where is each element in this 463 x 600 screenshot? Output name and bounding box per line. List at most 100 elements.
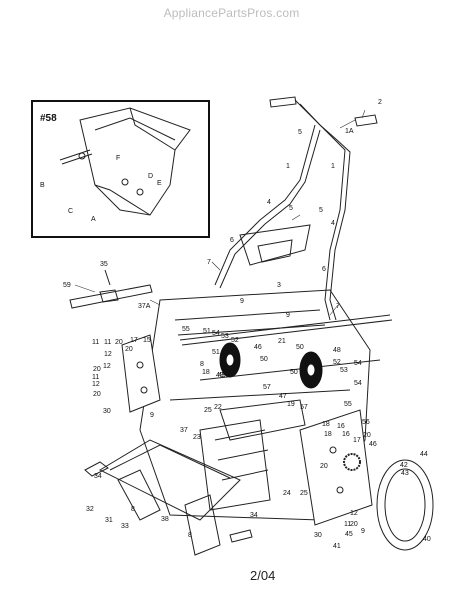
part-callout: 21	[278, 338, 286, 345]
gear-cover	[343, 453, 434, 551]
right-side-plate	[299, 409, 373, 526]
frame-bar	[84, 439, 253, 556]
part-callout: 16	[337, 423, 345, 430]
inset-label: B	[40, 182, 45, 189]
part-callout: 51	[212, 349, 220, 356]
part-callout: 51	[203, 328, 211, 335]
part-callout: 56	[362, 419, 370, 426]
part-callout: 42	[400, 462, 408, 469]
part-callout: 52	[333, 359, 341, 366]
part-callout: 8	[131, 506, 135, 513]
part-callout: 57	[263, 384, 271, 391]
part-callout: 11	[92, 339, 99, 346]
spreader-rotor	[199, 399, 306, 511]
part-callout: 17	[130, 337, 138, 344]
part-callout: 43	[401, 470, 409, 477]
inset-label: C	[68, 208, 73, 215]
part-callout: 35	[100, 261, 108, 268]
part-callout: 50	[296, 344, 304, 351]
page-footer: 2/04	[250, 568, 276, 583]
part-callout: 20	[93, 391, 101, 398]
part-callout: 54	[354, 380, 362, 387]
part-callout: 7	[207, 259, 211, 266]
part-callout: 16	[342, 431, 350, 438]
inset-label: D	[148, 173, 153, 180]
part-callout: 30	[314, 532, 322, 539]
inset-label: A	[91, 216, 96, 223]
part-callout: 12	[104, 351, 112, 358]
part-callout: 30	[103, 408, 111, 415]
part-callout: 7	[336, 303, 340, 310]
part-callout: 47	[279, 393, 287, 400]
part-callout: 8	[200, 361, 204, 368]
part-callout: 3	[277, 282, 281, 289]
leader-lines	[74, 109, 366, 316]
part-callout: 4	[267, 199, 271, 206]
part-callout: 50	[290, 369, 298, 376]
part-callout: 54	[354, 360, 362, 367]
part-callout: 12	[350, 510, 358, 517]
part-callout: 20	[320, 463, 328, 470]
part-callout: 4	[331, 220, 335, 227]
inset-label: F	[116, 155, 120, 162]
part-callout: 19	[287, 401, 295, 408]
part-callout: 11	[104, 339, 111, 346]
part-callout: 25	[300, 490, 308, 497]
part-callout: 40	[423, 536, 431, 543]
part-callout: 34	[94, 473, 102, 480]
part-callout: 46	[254, 344, 262, 351]
part-callout: 9	[361, 528, 365, 535]
part-callout: 55	[344, 401, 352, 408]
part-callout: 57	[300, 404, 308, 411]
part-callout: 8	[188, 532, 192, 539]
part-callout: 20	[125, 346, 133, 353]
part-callout: 53	[340, 367, 348, 374]
axle	[179, 314, 393, 381]
watermark: AppliancePartsPros.com	[163, 6, 300, 20]
part-callout: 59	[63, 282, 71, 289]
part-callout: 49	[218, 372, 226, 379]
inset-box	[31, 100, 210, 238]
part-callout: 32	[86, 506, 94, 513]
part-callout: 12	[103, 363, 111, 370]
inset-hopper	[59, 107, 191, 216]
inset-label: E	[157, 180, 162, 187]
agitator-shaft	[69, 269, 153, 309]
part-callout: 55	[182, 326, 190, 333]
drive-gear	[343, 453, 361, 471]
left-side-plate	[121, 334, 161, 413]
part-callout: 49	[216, 372, 224, 379]
part-callout: 5	[319, 207, 323, 214]
part-callout: 5	[289, 205, 293, 212]
part-callout: 9	[150, 412, 154, 419]
right-wheel	[299, 351, 323, 389]
part-callout: 18	[324, 431, 332, 438]
part-callout: 50	[260, 356, 268, 363]
part-callout: 46	[369, 441, 377, 448]
part-callout: 31	[105, 517, 113, 524]
part-callout: 25	[204, 407, 212, 414]
part-callout: 1	[286, 163, 290, 170]
part-callout: 2	[378, 99, 382, 106]
part-callout: 52	[231, 337, 239, 344]
part-callout: 18	[322, 421, 330, 428]
part-callout: 20	[363, 432, 371, 439]
part-callout: 9	[240, 298, 244, 305]
part-callout: 12	[92, 381, 100, 388]
part-callout: 34	[250, 512, 258, 519]
inset-title: #58	[40, 113, 57, 124]
part-callout: 20	[115, 339, 123, 346]
part-callout: 41	[333, 543, 341, 550]
part-callout: 54	[212, 330, 220, 337]
part-callout: 11	[344, 521, 351, 528]
part-callout: 1A	[345, 128, 354, 135]
part-callout: 33	[121, 523, 129, 530]
part-callout: 48	[333, 347, 341, 354]
part-callout: 45	[345, 531, 353, 538]
part-callout: 22	[214, 404, 222, 411]
part-callout: 9	[286, 312, 290, 319]
left-wheel	[219, 342, 241, 378]
